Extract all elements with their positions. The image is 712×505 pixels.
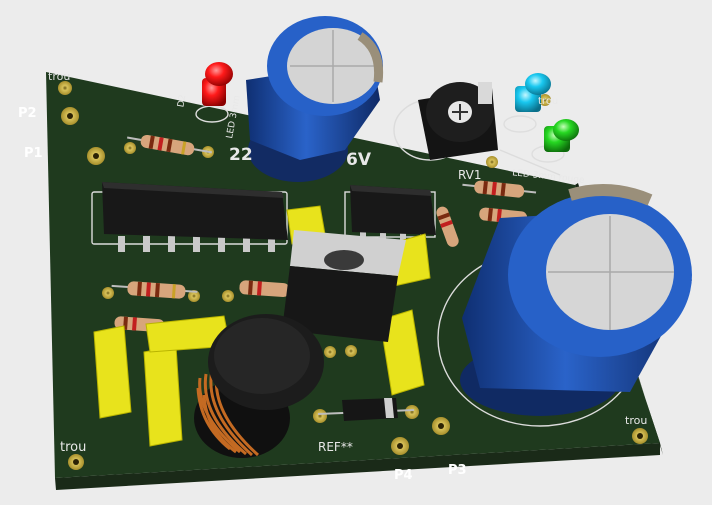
- label-rv1: RV1: [458, 168, 482, 182]
- label-cap-left: 22: [229, 145, 253, 165]
- diode: [317, 398, 415, 421]
- label-cap-right: 6V: [346, 150, 371, 170]
- label-trou-bl: trou: [60, 440, 87, 455]
- ic-dip14: [102, 182, 288, 252]
- voltage-regulator: [282, 230, 406, 342]
- label-p3: P3: [448, 463, 467, 478]
- label-p2: P2: [18, 106, 37, 121]
- capacitor-large: [460, 184, 692, 416]
- label-p4: P4: [394, 468, 413, 483]
- label-trou-br: trou: [625, 414, 648, 427]
- led-cyan: [503, 73, 551, 133]
- pad-trou-tl: [58, 81, 72, 95]
- label-p1: P1: [24, 146, 43, 161]
- capacitor-small: [246, 16, 384, 182]
- potentiometer-rv1: [418, 82, 498, 160]
- inductor: [194, 314, 324, 458]
- pcb-edge: [55, 443, 660, 490]
- led-red: [195, 62, 233, 123]
- label-trou-tl: trou: [48, 70, 71, 83]
- label-ref: REF**: [318, 440, 353, 454]
- pads: [58, 81, 648, 470]
- led-green: [531, 119, 579, 163]
- label-trou-tr: trou: [538, 96, 559, 107]
